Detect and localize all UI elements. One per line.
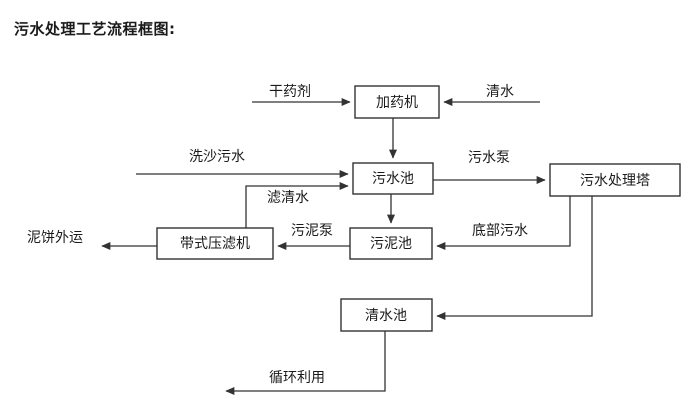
node-belt-filter-press-label: 带式压滤机 bbox=[180, 236, 250, 252]
node-sludge-pool-label: 污泥池 bbox=[370, 236, 412, 252]
node-clean-water-pool[interactable]: 清水池 bbox=[340, 298, 433, 332]
node-treatment-tower-box[interactable] bbox=[549, 163, 681, 197]
node-belt-filter-press-box[interactable] bbox=[156, 227, 274, 260]
edge-recycle: 循环利用 bbox=[225, 331, 386, 396]
node-sewage-pool-label: 污水池 bbox=[372, 171, 414, 187]
edge-filtrate-label: 滤清水 bbox=[267, 190, 309, 206]
edge-clear-water: 清水 bbox=[443, 84, 540, 107]
page-title: 污水处理工艺流程框图: bbox=[14, 20, 176, 38]
edge-filtrate-line bbox=[245, 181, 349, 228]
node-clean-water-pool-box[interactable] bbox=[340, 298, 433, 332]
node-sewage-pool[interactable]: 污水池 bbox=[352, 162, 434, 195]
edge-dry-agent: 干药剂 bbox=[252, 84, 351, 107]
node-belt-filter-press[interactable]: 带式压滤机 bbox=[156, 227, 274, 260]
edge-mud-cake-out: 泥饼外运 bbox=[27, 230, 157, 251]
edge-sewage-pump: 污水泵 bbox=[433, 150, 546, 185]
edge-sewage-pump-label: 污水泵 bbox=[468, 150, 510, 166]
node-sewage-pool-box[interactable] bbox=[352, 162, 434, 195]
edge-bottom-sewage-line bbox=[436, 196, 571, 251]
node-sludge-pool-box[interactable] bbox=[349, 227, 433, 260]
node-dosing-machine-box[interactable] bbox=[354, 85, 440, 119]
edge-bottom-sewage: 底部污水 bbox=[436, 196, 571, 251]
edge-sand-wash: 洗沙污水 bbox=[136, 149, 349, 179]
edge-clear-water-label: 清水 bbox=[486, 84, 514, 100]
node-treatment-tower-label: 污水处理塔 bbox=[580, 173, 650, 189]
edge-bottom-sewage-label: 底部污水 bbox=[472, 223, 528, 239]
node-clean-water-pool-label: 清水池 bbox=[365, 308, 407, 324]
node-treatment-tower[interactable]: 污水处理塔 bbox=[549, 163, 681, 197]
edge-sludge-pump: 污泥泵 bbox=[277, 223, 350, 251]
edge-filtrate: 滤清水 bbox=[245, 181, 349, 228]
node-sludge-pool[interactable]: 污泥池 bbox=[349, 227, 433, 260]
edge-tower-to-clean-pool-line bbox=[436, 196, 593, 321]
edge-sand-wash-label: 洗沙污水 bbox=[189, 149, 245, 165]
edge-tower-to-clean-pool bbox=[436, 196, 593, 321]
edge-recycle-line bbox=[225, 331, 386, 396]
edge-dry-agent-label: 干药剂 bbox=[269, 84, 311, 100]
edge-recycle-label: 循环利用 bbox=[269, 370, 325, 386]
node-dosing-machine[interactable]: 加药机 bbox=[354, 85, 440, 119]
edge-mud-cake-out-label: 泥饼外运 bbox=[27, 230, 83, 246]
edge-sludge-pump-label: 污泥泵 bbox=[291, 223, 333, 239]
node-dosing-machine-label: 加药机 bbox=[376, 95, 418, 111]
